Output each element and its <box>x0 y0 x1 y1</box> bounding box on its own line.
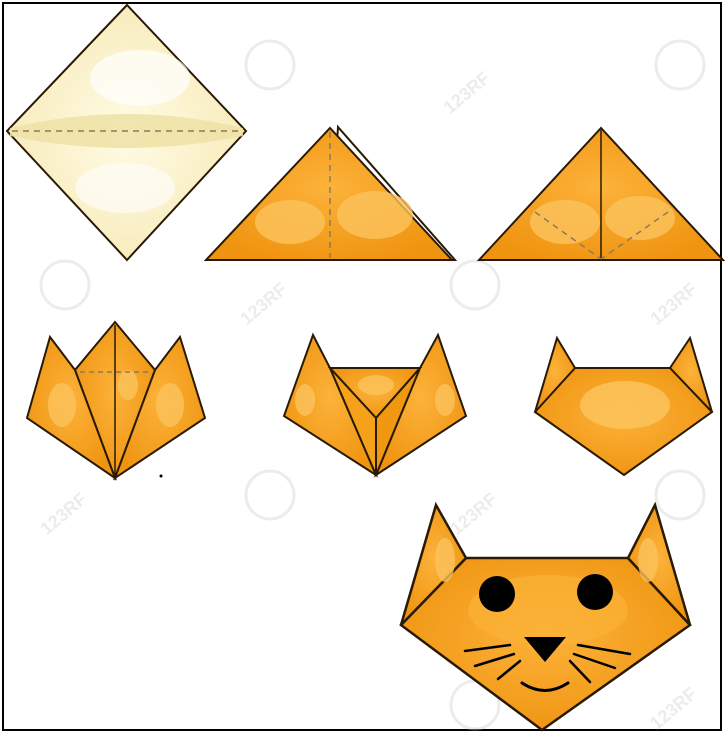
cat-right-eye <box>577 574 613 610</box>
step-4-ears-up <box>27 322 205 478</box>
watermark-text: 123RF <box>440 68 494 118</box>
watermark-logo-icon <box>451 261 499 309</box>
watermark-text: 123RF <box>646 279 700 329</box>
watermark-text: 123RF <box>36 489 90 539</box>
watermark-text: 123RF <box>646 684 700 734</box>
step-3-triangle-creased <box>479 128 723 260</box>
step-7-cat-face <box>401 505 690 730</box>
watermark-text: 123RF <box>236 279 290 329</box>
cat-left-eye <box>479 576 515 612</box>
watermark-logo-icon <box>246 41 294 89</box>
step-1-square-diamond <box>7 5 246 260</box>
watermark-text: 123RF <box>446 489 500 539</box>
stray-dot <box>160 475 163 478</box>
watermark-logo-icon <box>656 41 704 89</box>
step-5-top-folded-down <box>284 335 466 475</box>
watermark-logo-icon <box>656 471 704 519</box>
watermark-logo-icon <box>246 471 294 519</box>
step-2-triangle <box>206 127 455 260</box>
step-6-head-shape <box>535 338 712 475</box>
watermark-logo-icon <box>41 261 89 309</box>
